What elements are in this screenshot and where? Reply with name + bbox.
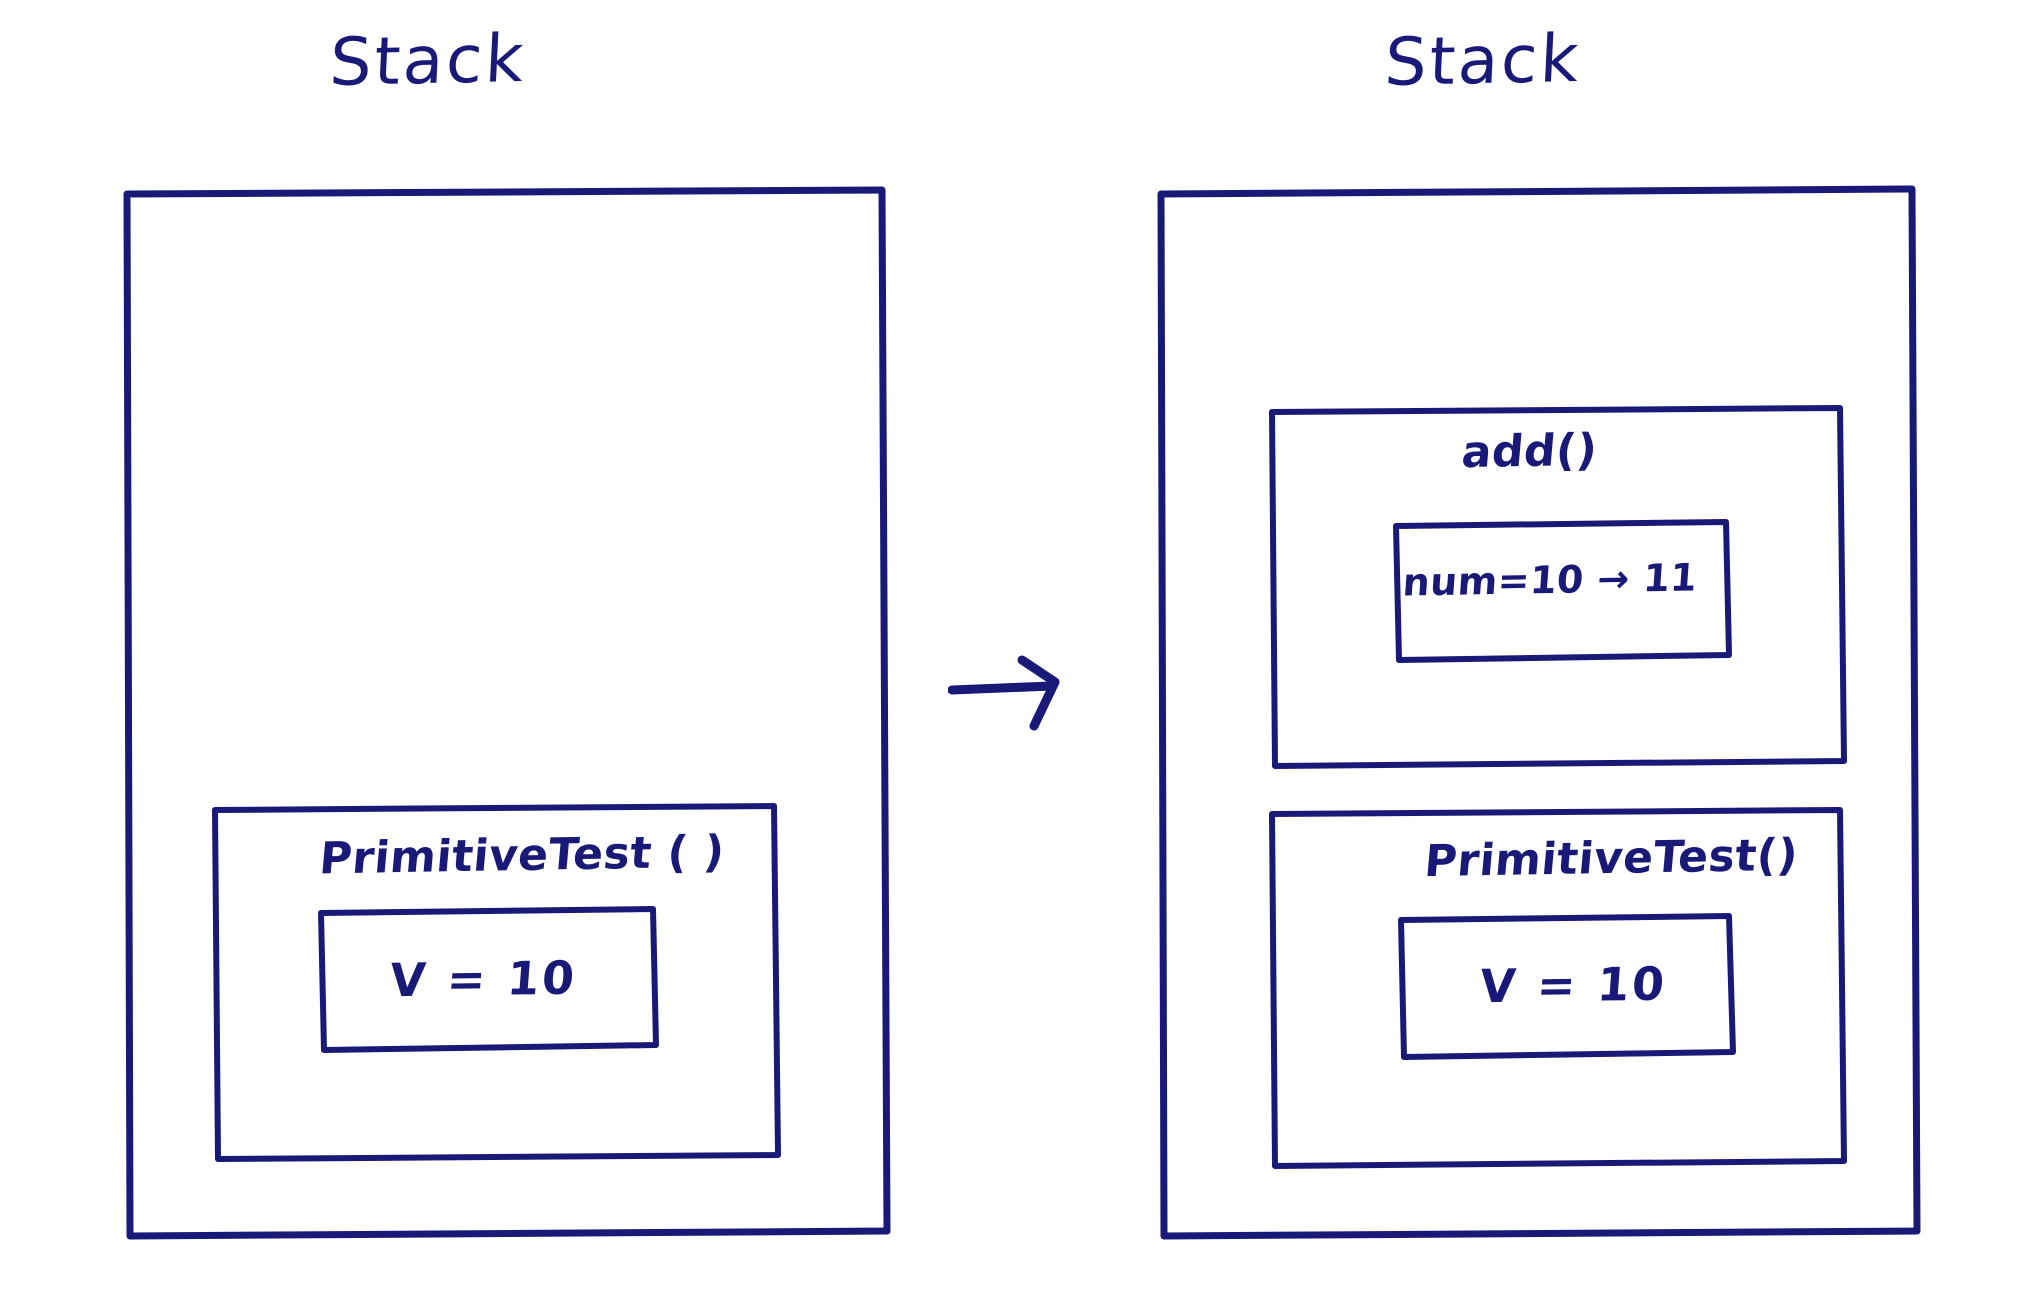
right-variable-box-v [1395, 912, 1745, 1067]
right-variable-num-label: num=10 → 11 [1401, 555, 1699, 605]
right-stack-outer-box [1152, 183, 1927, 1248]
right-frame-primitivetest [1265, 805, 1855, 1177]
left-variable-v-label: V = 10 [387, 950, 579, 1008]
right-variable-v-label: V = 10 [1477, 956, 1669, 1014]
left-stack-outer-box [118, 183, 898, 1248]
right-frame-primitivetest-label: PrimitiveTest() [1422, 829, 1801, 888]
left-frame-primitivetest-label: PrimitiveTest ( ) [317, 826, 727, 885]
transition-arrow-icon [947, 648, 1098, 742]
left-stack-title: Stack [327, 19, 528, 102]
left-frame-primitivetest [208, 800, 788, 1170]
right-variable-box-num [1390, 518, 1740, 668]
left-variable-box-v [315, 905, 665, 1060]
right-stack-title: Stack [1382, 19, 1583, 102]
right-frame-add [1265, 403, 1855, 778]
right-frame-add-label: add() [1459, 424, 1600, 479]
